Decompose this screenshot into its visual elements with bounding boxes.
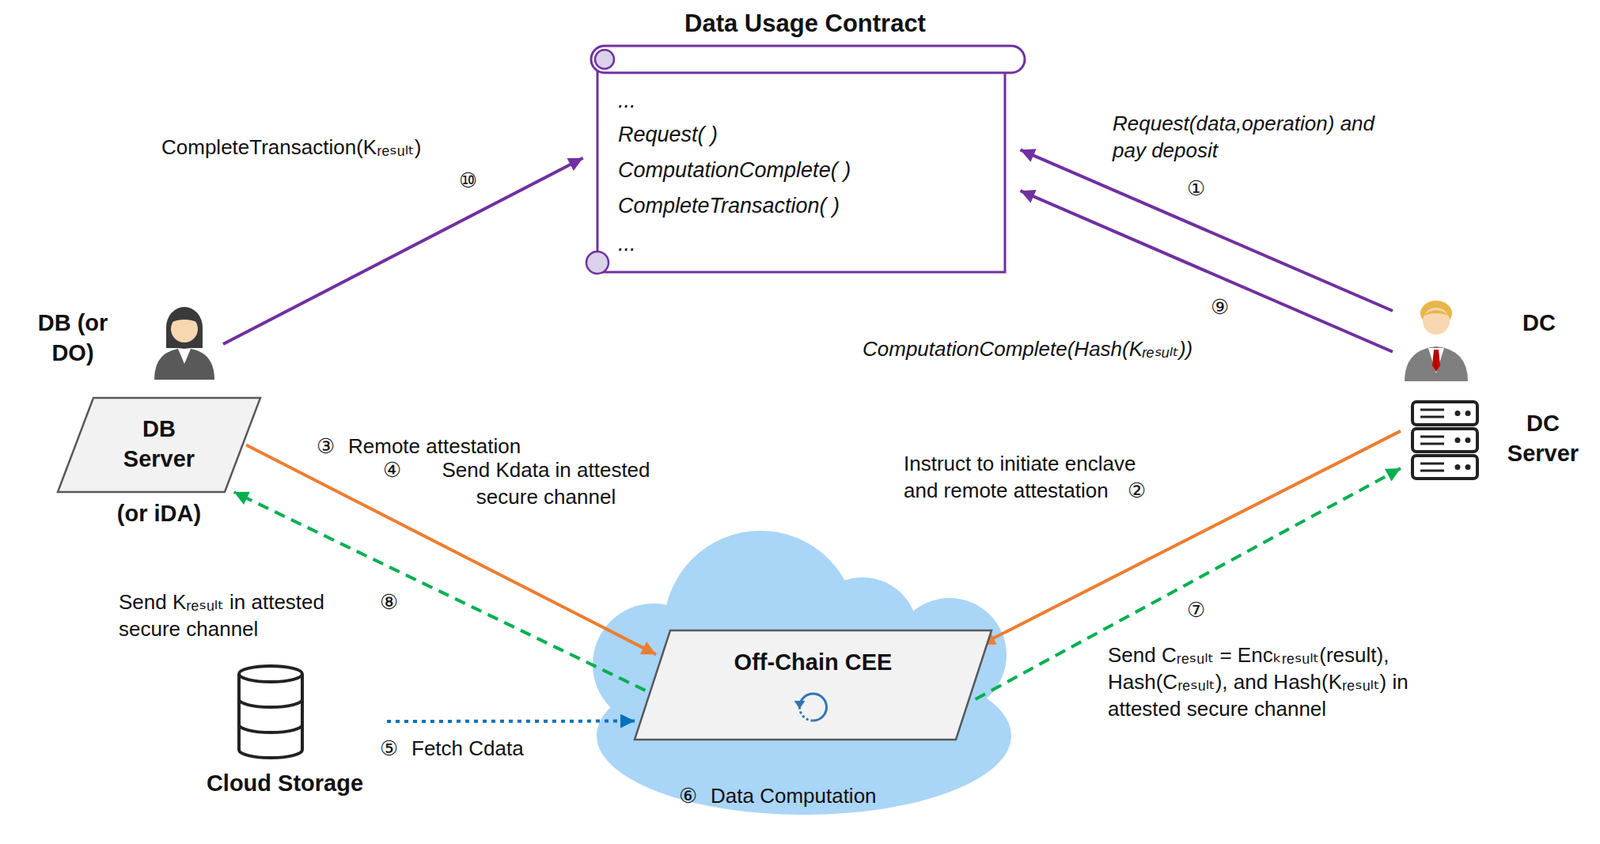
callout-number: ⑦ xyxy=(1186,597,1206,625)
data-broker-person: DB (or DO) xyxy=(15,300,224,380)
db-server-box: DB Server(or iDA) xyxy=(57,398,261,493)
request-arrow xyxy=(1020,149,1393,311)
server-sublabel: (or iDA) xyxy=(60,499,258,530)
contract-scroll: Data Usage Contract... Request( ) Computat… xyxy=(573,7,1037,281)
callout-number: ⑧ xyxy=(379,589,399,617)
edge-label: Fetch Cdata xyxy=(411,735,524,763)
edge-label: Send Kᵣₑₛᵤₗₜ in attested secure channel xyxy=(118,589,388,644)
contract-line: ... xyxy=(618,230,637,258)
edge-label: Send Cᵣₑₛᵤₗₜ = Encₖᵣₑₛᵤₗₜ(result), Hash(… xyxy=(1107,642,1480,723)
computation-complete-arrow xyxy=(1020,190,1393,353)
contract-title: Data Usage Contract xyxy=(576,7,1034,40)
contract-line: CompleteTransaction( ) xyxy=(618,192,840,220)
callout-number: ① xyxy=(1186,175,1206,203)
callout-number: ⑨ xyxy=(1210,294,1229,322)
complete-transaction-arrow xyxy=(223,158,584,345)
person-label: DB (or DO) xyxy=(22,308,124,368)
callout-number: ⑤ xyxy=(379,735,399,763)
edge-label: Instruct to initiate enclave and remote … xyxy=(903,451,1157,505)
fetch-arrow xyxy=(386,720,635,724)
data-consumer-person: DC xyxy=(1392,292,1583,384)
contract-line: ... xyxy=(618,87,637,115)
cloud-storage-icon: Cloud Storage xyxy=(182,664,387,808)
callout-number: ⑥ xyxy=(678,783,698,811)
person-label: DC xyxy=(1499,308,1579,339)
dc-server-icon: DC Server xyxy=(1400,395,1591,487)
off-chain-cee-box: Off-Chain CEE xyxy=(634,630,992,740)
callout-number: ⑩ xyxy=(458,167,478,195)
edge-label: Request(data,operation) and pay deposit xyxy=(1112,110,1406,165)
contract-line: ComputationComplete( ) xyxy=(618,156,851,185)
server-label: DB Server xyxy=(115,414,203,474)
callout-number: ② xyxy=(1127,477,1146,505)
data-consumer-person-outline xyxy=(1392,292,1583,384)
edge-label: ComputationComplete(Hash(Kᵣₑₛᵤₗₜ)) xyxy=(862,336,1193,364)
server-label: DC Server xyxy=(1501,409,1585,469)
callout-number: ④ xyxy=(382,457,402,485)
callout-number: ③ xyxy=(316,433,335,461)
step-note: Send Kdata in attested secure channel xyxy=(411,457,681,512)
step-note: Data Computation xyxy=(710,783,877,811)
storage-label: Cloud Storage xyxy=(185,769,384,800)
contract-line: Request( ) xyxy=(618,121,718,149)
cee-label: Off-Chain CEE xyxy=(637,648,989,679)
off-chain-cee-box-outline xyxy=(634,630,992,740)
db-server-box-outline xyxy=(57,398,261,493)
edge-label: CompleteTransaction(Kᵣₑₛᵤₗₜ) xyxy=(161,134,421,162)
edge-label: Remote attestation xyxy=(348,433,521,461)
